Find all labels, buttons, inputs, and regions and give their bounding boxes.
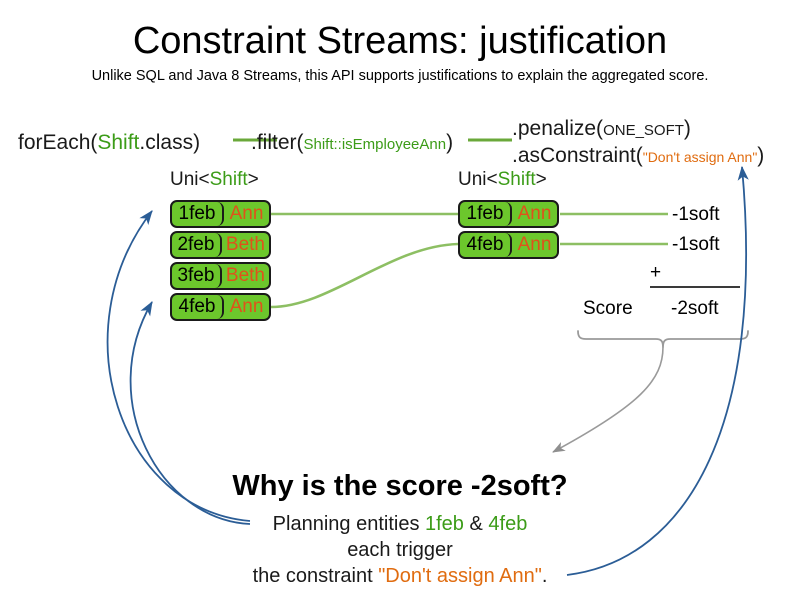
explanation-entity-4feb: 4feb — [488, 513, 528, 535]
score-brace — [577, 330, 749, 348]
slide-subtitle: Unlike SQL and Java 8 Streams, this API … — [91, 68, 709, 84]
right-fact-box[interactable]: 1feb Ann — [458, 200, 559, 228]
fact-employee: Beth — [225, 265, 265, 286]
explanation-line-entities: Planning entities 1feb & 4feb — [150, 511, 650, 537]
explanation-heading: Why is the score -2soft? — [232, 470, 568, 502]
right-fact-box[interactable]: 4feb Ann — [458, 231, 559, 259]
slide-title: Constraint Streams: justification — [132, 20, 668, 62]
right-stream-header: Uni<Shift> — [458, 168, 547, 191]
explanation-line3-prefix: the constraint — [252, 565, 379, 587]
left-header-type: Shift — [209, 169, 248, 190]
fact-employee: Ann — [229, 203, 264, 224]
filter-suffix: ) — [446, 131, 454, 154]
fact-date: 3feb — [172, 264, 222, 288]
left-fact-box[interactable]: 1feb Ann — [170, 200, 271, 228]
explanation-line-constraint: the constraint "Don't assign Ann". — [150, 563, 650, 589]
explanation-entity-1feb: 1feb — [425, 513, 464, 535]
filter-method-ref: Shift::isEmployeeAnn — [303, 136, 447, 153]
score-operator: + — [650, 262, 662, 283]
as-constraint-arg: "Don't assign Ann" — [642, 149, 758, 165]
penalize-call: .penalize( — [512, 117, 604, 140]
fact-date: 4feb — [172, 295, 224, 319]
right-header-type: Shift — [497, 169, 536, 190]
score-to-explanation-arrow — [552, 346, 664, 453]
fact-employee: Beth — [225, 234, 265, 255]
explanation-line1-amp: & — [463, 513, 489, 535]
code-filter: .filter(Shift::isEmployeeAnn) — [251, 130, 453, 158]
fact-date: 2feb — [172, 233, 222, 257]
right-header-prefix: Uni< — [458, 169, 498, 190]
code-as-constraint: .asConstraint("Don't assign Ann") — [512, 143, 764, 170]
as-constraint-suffix: ) — [757, 144, 765, 167]
explanation-line1-prefix: Planning entities — [272, 513, 425, 535]
code-penalize: .penalize(ONE_SOFT) — [512, 116, 691, 144]
foreach-suffix: .class) — [139, 131, 201, 154]
explanation-constraint-name: "Don't assign Ann" — [378, 565, 542, 587]
foreach-call: forEach( — [18, 131, 98, 154]
left-header-prefix: Uni< — [170, 169, 210, 190]
impact-label: -1soft — [672, 234, 720, 255]
impact-label: -1soft — [672, 204, 720, 225]
left-fact-box[interactable]: 2feb Beth — [170, 231, 271, 259]
left-stream-header: Uni<Shift> — [170, 168, 259, 191]
score-label: Score — [583, 298, 633, 319]
left-header-suffix: > — [247, 169, 259, 190]
fact-employee: Ann — [229, 296, 264, 317]
right-header-suffix: > — [535, 169, 547, 190]
code-foreach: forEach(Shift.class) — [18, 130, 200, 156]
filter-call: .filter( — [251, 131, 304, 154]
foreach-type: Shift — [97, 131, 140, 154]
fact-date: 1feb — [460, 202, 512, 226]
explanation-line3-suffix: . — [541, 565, 548, 587]
fact-employee: Ann — [517, 203, 552, 224]
fact-date: 1feb — [172, 202, 224, 226]
left-fact-box[interactable]: 4feb Ann — [170, 293, 271, 321]
fact-date: 4feb — [460, 233, 512, 257]
penalize-arg: ONE_SOFT — [603, 122, 684, 139]
left-fact-box[interactable]: 3feb Beth — [170, 262, 271, 290]
fact-employee: Ann — [517, 234, 552, 255]
flow-line-4feb — [270, 242, 459, 309]
score-total: -2soft — [671, 298, 719, 319]
penalize-suffix: ) — [683, 117, 691, 140]
explanation-line-trigger: each trigger — [347, 539, 453, 561]
as-constraint-call: .asConstraint( — [512, 144, 643, 167]
